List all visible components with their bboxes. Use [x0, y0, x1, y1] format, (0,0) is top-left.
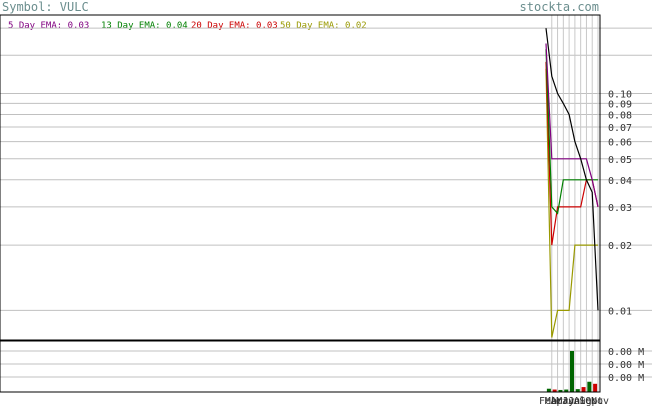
legend-entry: 50 Day EMA: 0.02: [280, 21, 367, 31]
date-tick-label: Feb: [539, 396, 557, 406]
date-tick-label: Mar: [545, 396, 563, 406]
price-tick-label: 0.04: [608, 176, 632, 187]
volume-bars: [546, 351, 598, 392]
volume-bar: [581, 387, 586, 392]
price-tick-label: 0.09: [608, 99, 632, 110]
date-tick-label: Nov: [591, 396, 609, 406]
series-line-ema50: [545, 68, 598, 338]
series-line-ema5: [545, 43, 599, 208]
legend-entry: 13 Day EMA: 0.04: [101, 21, 188, 31]
legend-entry: 5 Day EMA: 0.03: [8, 21, 89, 31]
price-panel-frame: [0, 14, 601, 341]
symbol-label: Symbol: VULC: [2, 0, 89, 14]
volume-tick-label: 0.00 M: [608, 347, 644, 358]
date-tick-label: Jul: [568, 396, 586, 406]
date-tick-label: Aug: [574, 396, 592, 406]
price-tick-label: 0.02: [608, 241, 632, 252]
date-tick-label: Jun: [562, 396, 580, 406]
series-line-price: [545, 28, 599, 311]
price-axis: 0.100.090.08 0.07 0.06 0.05 0.04 0.03 0.02 0.01: [608, 89, 632, 317]
price-tick-label: 0.08: [608, 110, 632, 121]
volume-bar: [558, 389, 563, 392]
series-line-ema13: [545, 49, 598, 215]
volume-tick-label: 0.00 M: [608, 373, 644, 384]
volume-axis: 0.00 M 0.00 M 0.00 M: [608, 347, 644, 384]
legend-entry: 20 Day EMA: 0.03: [191, 21, 278, 31]
price-tick-label: 0.05: [608, 155, 632, 166]
volume-grid: [0, 350, 652, 378]
volume-bar: [570, 351, 574, 392]
site-watermark: stockta.com: [520, 0, 599, 14]
date-tick-label: Apr: [551, 396, 569, 406]
volume-bar: [593, 383, 598, 392]
price-tick-label: 0.06: [608, 138, 632, 149]
price-series: [545, 28, 599, 338]
volume-bar: [587, 381, 592, 392]
date-tick-label: Oct: [585, 396, 603, 406]
price-tick-label: 0.01: [608, 306, 632, 317]
volume-panel-frame: [0, 340, 601, 393]
volume-bar: [575, 389, 580, 392]
volume-bar: [552, 389, 557, 392]
price-tick-label: 0.07: [608, 123, 632, 134]
volume-bar: [564, 389, 569, 392]
volume-bar: [546, 388, 551, 392]
price-tick-label: 0.10: [608, 89, 632, 100]
price-tick-label: 0.03: [608, 203, 632, 214]
date-tick-label: May: [556, 396, 574, 406]
date-tick-label: Sep: [579, 396, 597, 406]
price-grid: [0, 27, 652, 311]
volume-tick-label: 0.00 M: [608, 360, 644, 371]
